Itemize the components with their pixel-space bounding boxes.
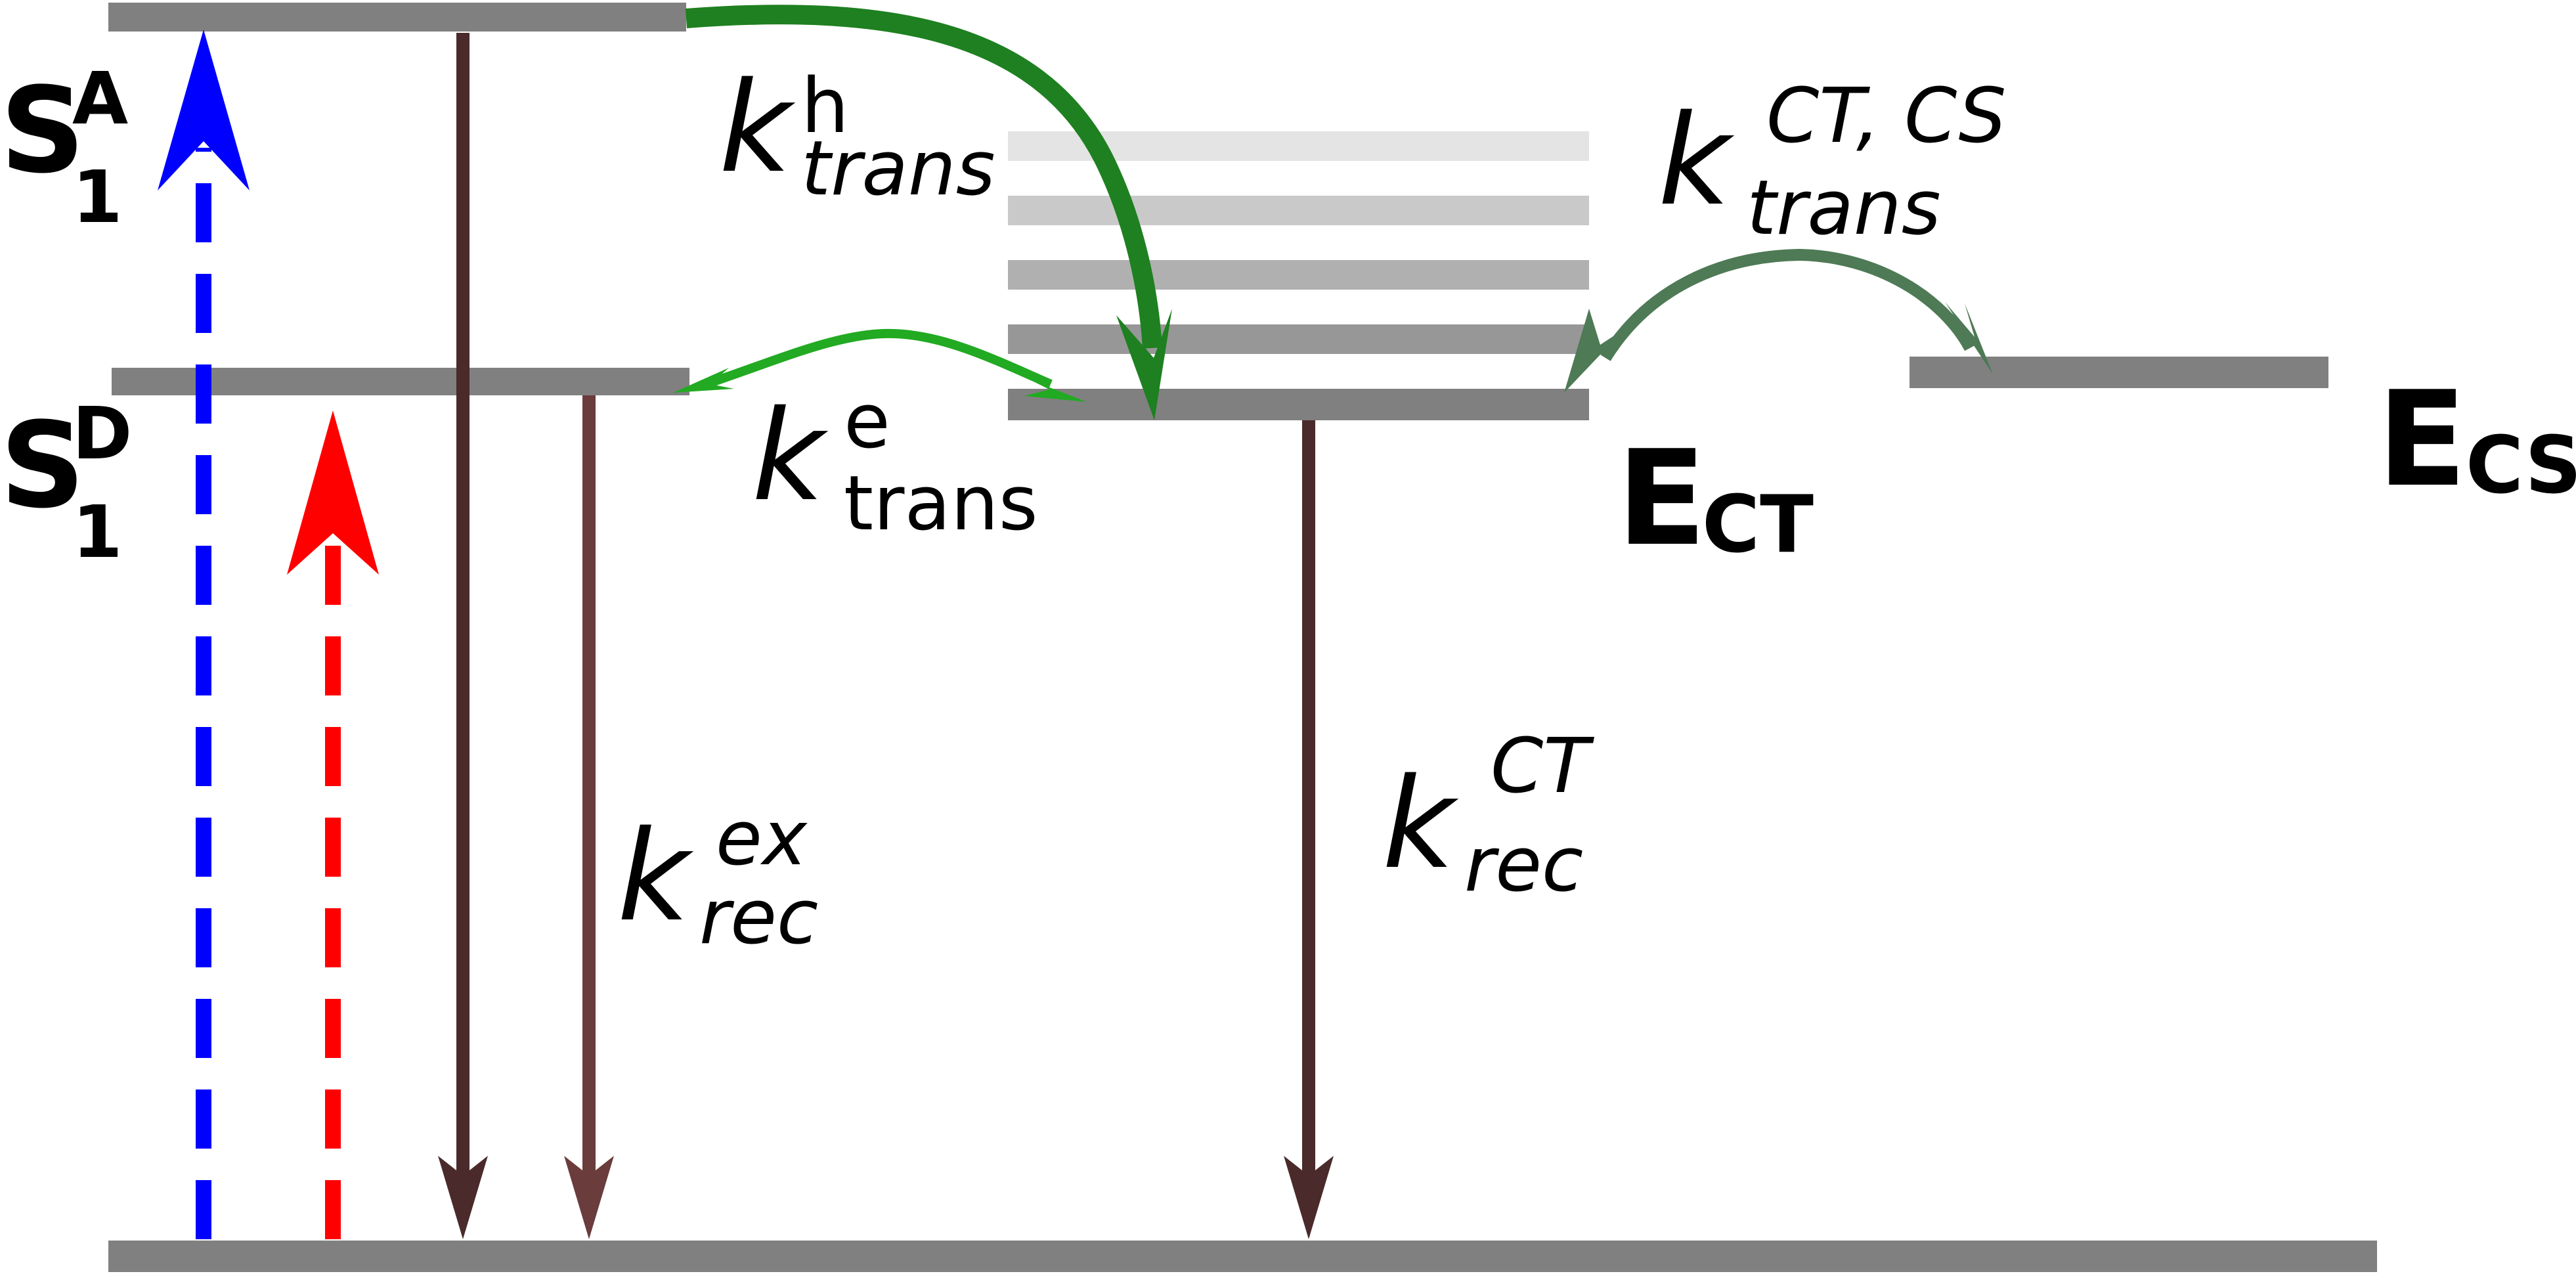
- label-k-rec-ct: k CT rec: [1382, 722, 1590, 909]
- label-k-rec-ex: k ex rec: [617, 795, 819, 961]
- charge-separation-arrowhead-left: [1564, 309, 1625, 393]
- level-ground: [108, 1241, 2377, 1272]
- electron-transfer-arrow: [704, 328, 1053, 389]
- label-s1d: S D 1: [0, 391, 133, 574]
- ct-band-2: [1008, 196, 1589, 225]
- decay-arrowhead-s1a: [438, 1156, 488, 1239]
- label-ecs: E CS: [2377, 363, 2576, 516]
- label-k-trans-e: k e trans: [752, 378, 1038, 548]
- level-ecs: [1910, 357, 2328, 388]
- excitation-arrowhead-blue: [158, 30, 250, 190]
- label-ect: E CT: [1617, 422, 1814, 575]
- ct-band-4: [1008, 324, 1589, 354]
- ct-band-3: [1008, 260, 1589, 290]
- hole-transfer-arrow: [685, 5, 1162, 349]
- charge-separation-arrow: [1600, 248, 1975, 361]
- decay-arrowhead-s1d: [564, 1156, 614, 1239]
- excitation-arrowhead-red: [287, 410, 379, 575]
- electron-transfer-arrowhead-right: [1024, 380, 1087, 402]
- hole-transfer-arrowhead: [1116, 309, 1172, 420]
- level-s1a: [108, 3, 686, 32]
- charge-separation-arrowhead-right: [1945, 302, 1993, 374]
- label-k-trans-h: k h trans: [719, 55, 995, 213]
- electron-transfer-arrowhead-left: [673, 368, 734, 393]
- label-s1a: S A 1: [0, 56, 129, 239]
- label-k-trans-ct-cs: k CT, CS trans: [1658, 72, 2007, 252]
- decay-arrowhead-ect: [1284, 1156, 1334, 1239]
- level-ect: [1008, 389, 1589, 420]
